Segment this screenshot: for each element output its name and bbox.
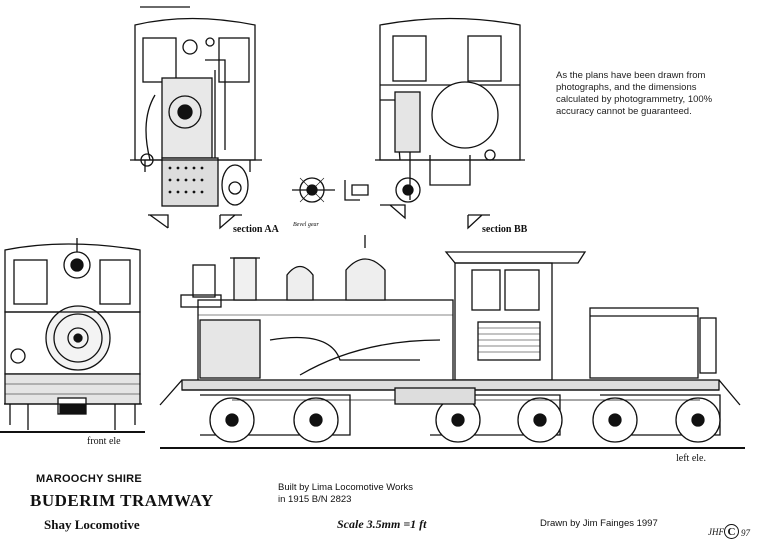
signature-year: 97 [741,528,750,538]
front-ele-label: front ele [87,436,121,447]
section-aa-view [130,6,262,230]
bevel-gear-detail [292,177,369,203]
signature-initials: JHF [708,527,724,537]
tramway-title: BUDERIM TRAMWAY [30,491,214,510]
locomotive-title: Shay Locomotive [44,517,140,532]
accuracy-note: As the plans have been drawn from photog… [556,70,713,117]
builder-line-2: in 1915 B/N 2823 [278,494,352,505]
scale-label: Scale 3.5mm =1 ft [337,517,427,531]
copyright-icon: C [724,524,739,539]
front-elevation-view [0,238,145,433]
section-aa-label: section AA [233,224,279,235]
left-ele-label: left ele. [676,453,706,464]
builder-line-1: Built by Lima Locomotive Works [278,482,413,493]
left-elevation-view [159,235,745,449]
shire-title: MAROOCHY SHIRE [36,473,143,485]
builder-info: Built by Lima Locomotive Works in 1915 B… [278,482,413,506]
drawn-by-label: Drawn by Jim Fainges 1997 [540,518,658,529]
bevel-gear-label: Bevel gear [293,222,319,228]
section-bb-label: section BB [482,224,528,235]
section-bb-view [375,17,525,230]
